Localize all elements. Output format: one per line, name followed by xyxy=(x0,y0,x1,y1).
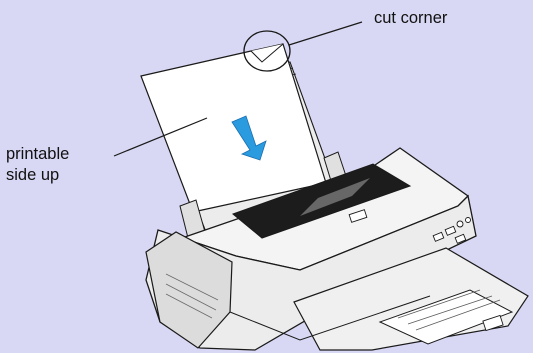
slot-highlight xyxy=(300,178,370,216)
output-tray-slats xyxy=(397,289,501,331)
output-tray-tab xyxy=(482,314,504,332)
output-tray-extension xyxy=(378,289,514,345)
printable-side-label-line2: side up xyxy=(6,166,60,184)
printer-left-grill xyxy=(165,273,219,319)
cut-corner-leader-line xyxy=(288,21,363,46)
cut-corner-notch xyxy=(250,43,284,63)
cut-corner-circle xyxy=(243,30,291,72)
down-arrow-icon xyxy=(231,115,267,161)
printable-side-leader-line xyxy=(113,117,208,157)
printer-base-line xyxy=(229,295,431,341)
printer-logo-plate xyxy=(348,209,368,223)
printable-side-label-line1: printable xyxy=(6,145,70,163)
control-panel xyxy=(432,217,471,244)
cut-corner-label: cut corner xyxy=(374,9,448,27)
paper-sheet xyxy=(140,43,327,213)
